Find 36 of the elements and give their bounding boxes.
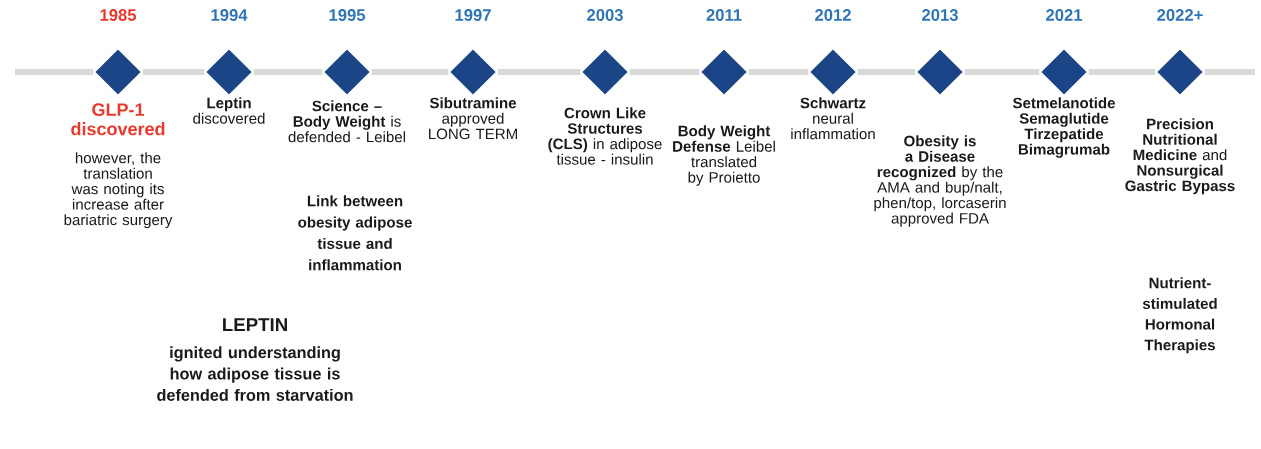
note-text: LEPTIN: [223, 318, 287, 332]
event-description: Precision Nutritional Medicine and Nonsurgical Gastric Bypass: [1125, 118, 1235, 195]
year-label: 2022+: [1157, 9, 1203, 21]
event-description: Crown Like Structures (CLS) in adipose tissue - insulin: [548, 107, 662, 165]
timeline-line: [748, 69, 809, 75]
year-label: 1994: [211, 9, 248, 21]
timeline-line: [15, 69, 94, 75]
year-label: 2003: [587, 9, 623, 21]
note-text: Link between obesity adipose tissue and inflammation: [298, 195, 412, 271]
timeline-line: [964, 69, 1040, 75]
timeline-line: [1204, 69, 1255, 75]
year-label: 2012: [815, 9, 851, 21]
year-label: 1985: [100, 9, 137, 21]
event-description: however, the translation was noting its increase after bariatric surgery: [64, 152, 173, 229]
event-description: Sibutramine approved LONG TERM: [429, 97, 517, 140]
timeline-line: [253, 69, 323, 75]
year-label: 2011: [706, 9, 742, 21]
year-label: 1997: [455, 9, 491, 21]
timeline-line: [1088, 69, 1156, 75]
year-label: 1995: [329, 9, 366, 21]
event-description: Leptin discovered: [193, 97, 265, 124]
event-description: GLP-1 discovered: [71, 103, 165, 136]
note-text: Nutrient-stimulated Hormonal Therapies: [1142, 277, 1217, 354]
note-text: ignited understanding how adipose tissue is defended from starvation: [157, 346, 353, 401]
event-description: Obesity is a Disease recognized by the AMA and bup/nalt, phen/top, lorcaserin approved FDA: [874, 135, 1006, 227]
timeline-line: [629, 69, 700, 75]
timeline-line: [857, 69, 916, 75]
event-description: Schwartz neural inflammation: [791, 97, 875, 140]
event-description: Science – Body Weight is defended - Leibel: [288, 100, 405, 143]
timeline-line: [497, 69, 581, 75]
event-description: Setmelanotide Semaglutide Tirzepatide Bimagrumab: [1012, 97, 1115, 158]
timeline-line: [371, 69, 449, 75]
event-description: Body Weight Defense Leibel translated by Proietto: [673, 125, 775, 186]
timeline-line: [142, 69, 205, 75]
year-label: 2013: [922, 9, 958, 21]
year-label: 2021: [1046, 9, 1083, 21]
